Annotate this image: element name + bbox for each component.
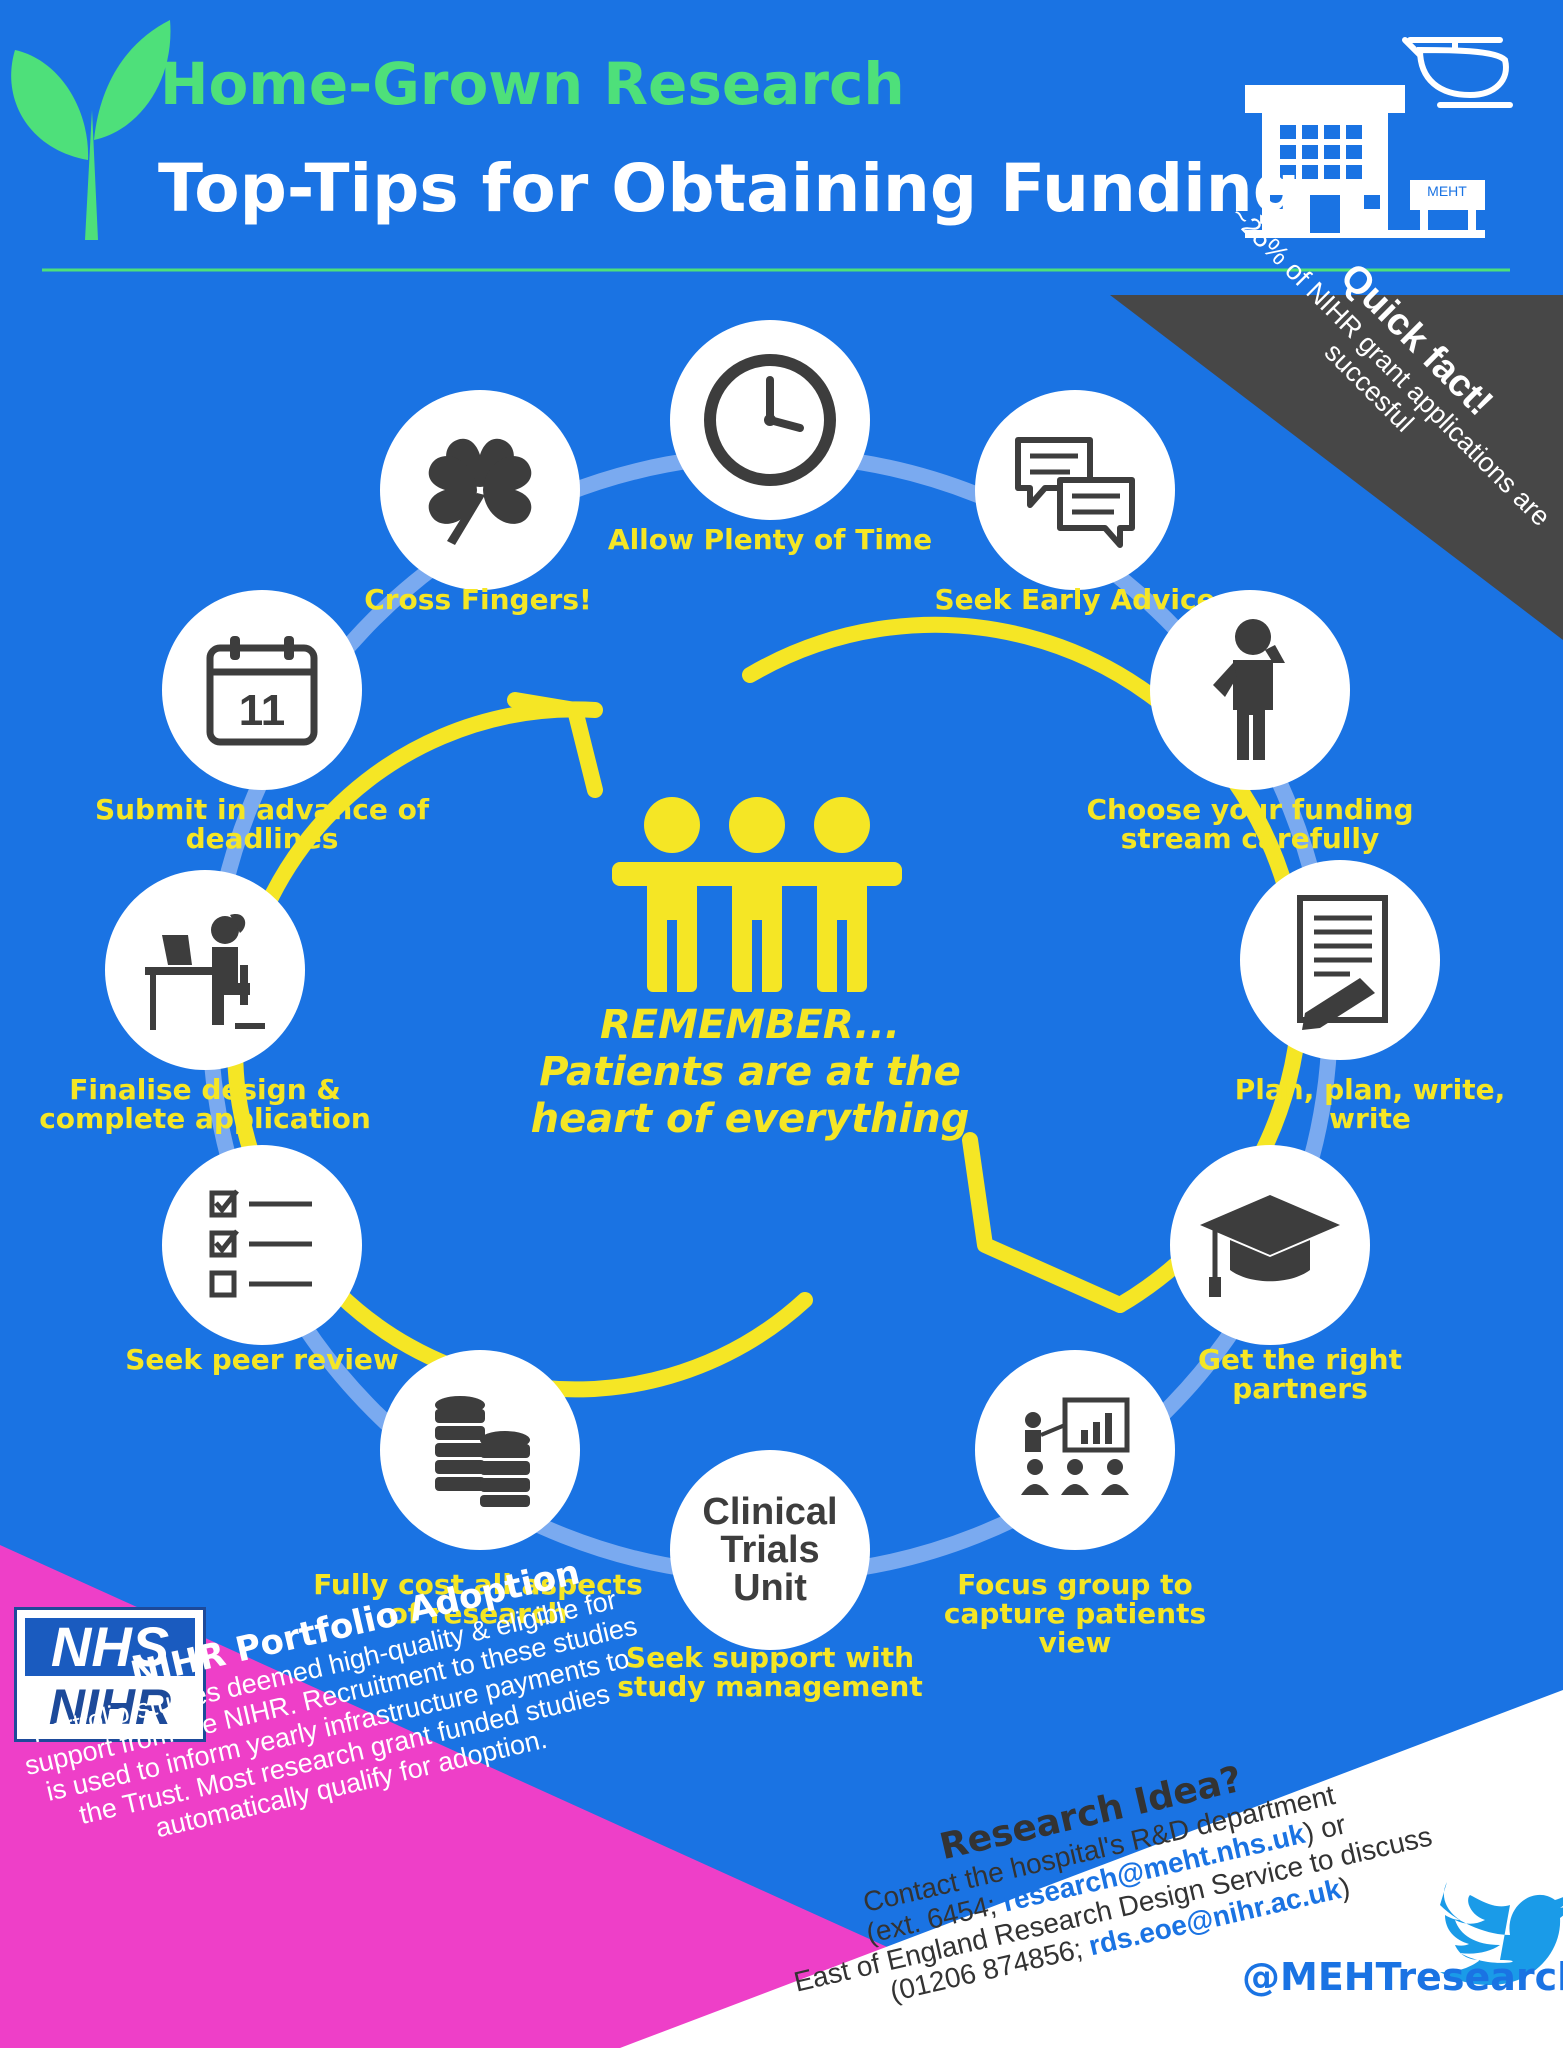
speech-bubbles-icon: [1015, 437, 1135, 548]
step-circle-focus-group: [975, 1350, 1175, 1550]
step-label-advice: Seek Early Advice: [934, 583, 1216, 616]
clock-icon: [704, 354, 836, 486]
cycle-arrow-right-head: [962, 1132, 1128, 1313]
remember-heading: REMEMBER...: [600, 1002, 900, 1048]
desk-worker-icon: [145, 914, 265, 1030]
step-label-funding-stream: Choose your funding stream carefully: [1086, 793, 1414, 855]
clinical-trials-unit-badge: Clinical Trials Unit: [702, 1491, 838, 1609]
quick-fact-banner: [1110, 295, 1563, 640]
step-label-focus-group: Focus group to capture patients view: [943, 1568, 1207, 1659]
step-label-peer-review: Seek peer review: [125, 1343, 399, 1376]
step-label-time: Allow Plenty of Time: [607, 523, 933, 556]
step-label-finalise-design: Finalise design & complete application: [39, 1073, 371, 1135]
calendar-day: 11: [239, 686, 286, 735]
building-sign: MEHT: [1427, 183, 1467, 199]
page-subtitle: Top-Tips for Obtaining Funding: [158, 150, 1301, 227]
twitter-handle[interactable]: @MEHTresearch: [1242, 1955, 1563, 1999]
step-circle-submit-early: 11: [162, 590, 362, 790]
nhs-logo-text: NHS: [25, 1618, 195, 1676]
step-circle-cross-fingers: [380, 390, 580, 590]
step-label-costing: Fully cost all aspects of research: [313, 1568, 643, 1630]
people-group-icon: [612, 797, 902, 992]
step-label-submit-early: Submit in advance of deadlines: [94, 793, 430, 855]
step-circle-costing: [380, 1350, 580, 1550]
nihr-band: [0, 1545, 1110, 2048]
nihr-logo-text: NIHR: [25, 1680, 195, 1734]
step-circle-advice: [975, 390, 1175, 590]
remember-body: Patients are at the heart of everything: [530, 1049, 970, 1142]
graduation-cap-icon: [1200, 1195, 1340, 1297]
contact-band: [620, 1690, 1563, 2048]
clover-icon: [428, 438, 532, 545]
step-circle-partners: [1170, 1145, 1370, 1345]
step-circle-finalise-design: [105, 870, 305, 1070]
step-circle-time: [670, 320, 870, 520]
document-pen-icon: [1297, 895, 1388, 1030]
step-circle-plan-write: [1240, 860, 1440, 1060]
thinking-person-icon: [1213, 619, 1285, 760]
presentation-icon: [1021, 1397, 1130, 1495]
twitter-bird-icon: [1440, 1882, 1563, 1985]
step-label-plan-write: Plan, plan, write, write: [1234, 1073, 1506, 1135]
hospital-windows: [1270, 125, 1380, 233]
step-circle-study-management: Clinical Trials Unit: [670, 1450, 870, 1650]
calendar-icon: 11: [206, 636, 318, 746]
coins-icon: [435, 1396, 530, 1507]
step-label-cross-fingers: Cross Fingers!: [364, 583, 592, 616]
cycle-arrow-left-head: [507, 692, 603, 798]
step-label-study-management: Seek support with study management: [617, 1641, 923, 1703]
center-message: REMEMBER... Patients are at the heart of…: [520, 1002, 980, 1143]
step-circle-funding-stream: [1150, 590, 1350, 790]
step-label-partners: Get the right partners: [1198, 1343, 1402, 1405]
step-circle-peer-review: [162, 1145, 362, 1345]
page-title: Home-Grown Research: [160, 50, 905, 118]
checklist-icon: [209, 1189, 312, 1298]
helicopter-icon: [1402, 37, 1513, 108]
nhs-nihr-logo: NHS NIHR: [14, 1607, 206, 1742]
leaf-logo: [11, 20, 171, 240]
